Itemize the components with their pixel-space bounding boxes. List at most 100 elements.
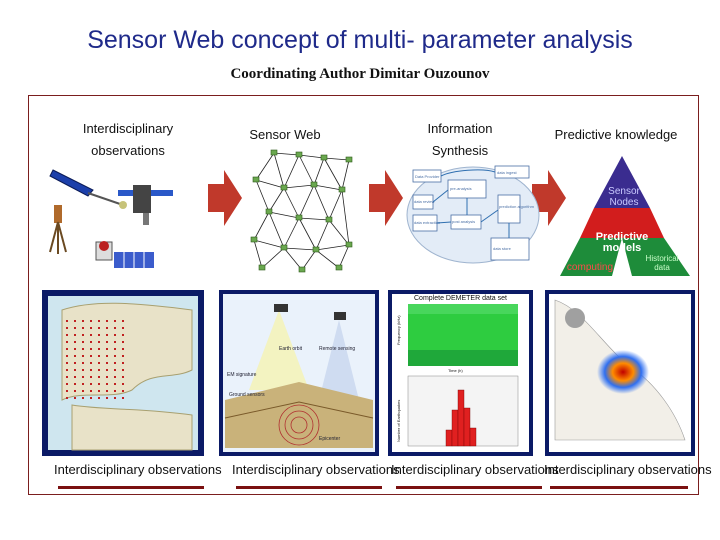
station-dot bbox=[98, 397, 100, 399]
col4-heading: Predictive knowledge bbox=[534, 124, 698, 146]
station-dot bbox=[122, 369, 124, 371]
station-dot bbox=[66, 397, 68, 399]
panel2-label-2: Remote sensing bbox=[319, 346, 355, 352]
station-dot bbox=[90, 355, 92, 357]
station-dot bbox=[82, 320, 84, 322]
anomaly-hotspot bbox=[597, 350, 649, 394]
station-dot bbox=[114, 334, 116, 336]
station-dot bbox=[114, 362, 116, 364]
station-dot bbox=[90, 341, 92, 343]
pyramid-top bbox=[594, 156, 650, 208]
station-dot bbox=[74, 383, 76, 385]
station-dot bbox=[90, 348, 92, 350]
satellite-icon bbox=[49, 169, 127, 209]
caption-2-underline bbox=[236, 486, 382, 489]
station-dot bbox=[66, 362, 68, 364]
pyramid-bottom-right bbox=[622, 238, 690, 276]
station-dot bbox=[74, 390, 76, 392]
station-dot bbox=[122, 320, 124, 322]
panel2-label-0: Earth orbit bbox=[279, 346, 303, 352]
station-dot bbox=[82, 348, 84, 350]
station-dot bbox=[90, 362, 92, 364]
flow-box-prediction bbox=[497, 194, 521, 224]
col3-heading-line2: Synthesis bbox=[431, 143, 489, 158]
flow-label-4: data extraction bbox=[414, 220, 440, 225]
station-dot bbox=[106, 348, 108, 350]
map-panel bbox=[42, 290, 204, 456]
station-dot bbox=[74, 341, 76, 343]
station-dot bbox=[74, 334, 76, 336]
station-dot bbox=[114, 376, 116, 378]
anomaly-figure bbox=[549, 294, 691, 452]
caption-4-underline bbox=[550, 486, 688, 489]
pyramid-bottom-left bbox=[560, 238, 622, 276]
station-dot bbox=[66, 369, 68, 371]
flow-label-3: data review bbox=[414, 199, 435, 204]
panel2-label-1: EM signature bbox=[227, 372, 257, 378]
station-dot bbox=[82, 390, 84, 392]
station-dot bbox=[114, 383, 116, 385]
station-dot bbox=[74, 355, 76, 357]
station-grid bbox=[66, 320, 124, 399]
station-dot bbox=[106, 376, 108, 378]
station-dot bbox=[82, 334, 84, 336]
pyramid-bottom-left-label: computing bbox=[566, 262, 614, 273]
information-flowchart: Data Provider data ingest pre-analysis d… bbox=[406, 165, 540, 264]
spectrogram-xlabel: Time (h) bbox=[448, 368, 463, 373]
station-dot bbox=[98, 369, 100, 371]
sensor-web-network bbox=[250, 149, 353, 273]
station-dot bbox=[90, 397, 92, 399]
pyramid-bottom-right-label: Historical data bbox=[645, 254, 679, 272]
station-dot bbox=[74, 376, 76, 378]
flow-label-5: post analysis bbox=[452, 219, 475, 224]
station-dot bbox=[106, 334, 108, 336]
station-dot bbox=[114, 348, 116, 350]
caption-3-underline bbox=[396, 486, 542, 489]
station-dot bbox=[122, 341, 124, 343]
station-dot bbox=[114, 355, 116, 357]
station-dot bbox=[66, 390, 68, 392]
station-dot bbox=[82, 341, 84, 343]
satellite-figure: Earth orbit EM signature Remote sensing … bbox=[223, 294, 375, 452]
col1-heading-line2: observations bbox=[91, 143, 165, 158]
arrow-1-icon bbox=[208, 170, 242, 226]
station-dot bbox=[90, 320, 92, 322]
station-dot bbox=[90, 369, 92, 371]
station-dot bbox=[122, 390, 124, 392]
histogram-ylabel: Number of Earthquakes bbox=[396, 400, 401, 442]
satellite-panel: Earth orbit EM signature Remote sensing … bbox=[219, 290, 379, 456]
station-dot bbox=[122, 327, 124, 329]
panel2-label-4: Epicenter bbox=[319, 436, 340, 442]
station-dot bbox=[90, 334, 92, 336]
col4-heading-line1: Predictive knowledge bbox=[554, 127, 678, 142]
content-frame bbox=[28, 95, 699, 495]
flow-label-2: pre-analysis bbox=[450, 186, 472, 191]
station-dot bbox=[114, 369, 116, 371]
satellite-1-icon bbox=[274, 304, 288, 312]
caption-4: Interdisciplinary observations bbox=[544, 462, 712, 477]
station-dot bbox=[122, 334, 124, 336]
arrow-3-icon bbox=[532, 170, 566, 226]
caption-1-underline bbox=[58, 486, 204, 489]
station-dot bbox=[114, 327, 116, 329]
page-title: Sensor Web concept of multi- parameter a… bbox=[87, 26, 633, 54]
station-dot bbox=[114, 390, 116, 392]
flow-label-6: prediction algorithm bbox=[499, 204, 535, 209]
station-dot bbox=[74, 369, 76, 371]
tripod-sensor-icon bbox=[49, 205, 67, 254]
station-dot bbox=[82, 327, 84, 329]
station-dot bbox=[98, 341, 100, 343]
station-dot bbox=[114, 341, 116, 343]
flow-box-data-store bbox=[490, 237, 530, 261]
station-dot bbox=[82, 383, 84, 385]
col1-heading-line1: Interdisciplinary bbox=[82, 121, 174, 136]
station-dot bbox=[106, 355, 108, 357]
station-dot bbox=[90, 327, 92, 329]
demeter-panel: Complete DEMETER data set Time (h) Frequ… bbox=[388, 290, 533, 456]
demeter-figure: Complete DEMETER data set Time (h) Frequ… bbox=[392, 294, 529, 452]
demeter-title: Complete DEMETER data set bbox=[414, 295, 507, 302]
station-dot bbox=[82, 355, 84, 357]
station-dot bbox=[66, 383, 68, 385]
ground-station-icon bbox=[95, 241, 154, 268]
caption-2: Interdisciplinary observations bbox=[232, 462, 400, 477]
